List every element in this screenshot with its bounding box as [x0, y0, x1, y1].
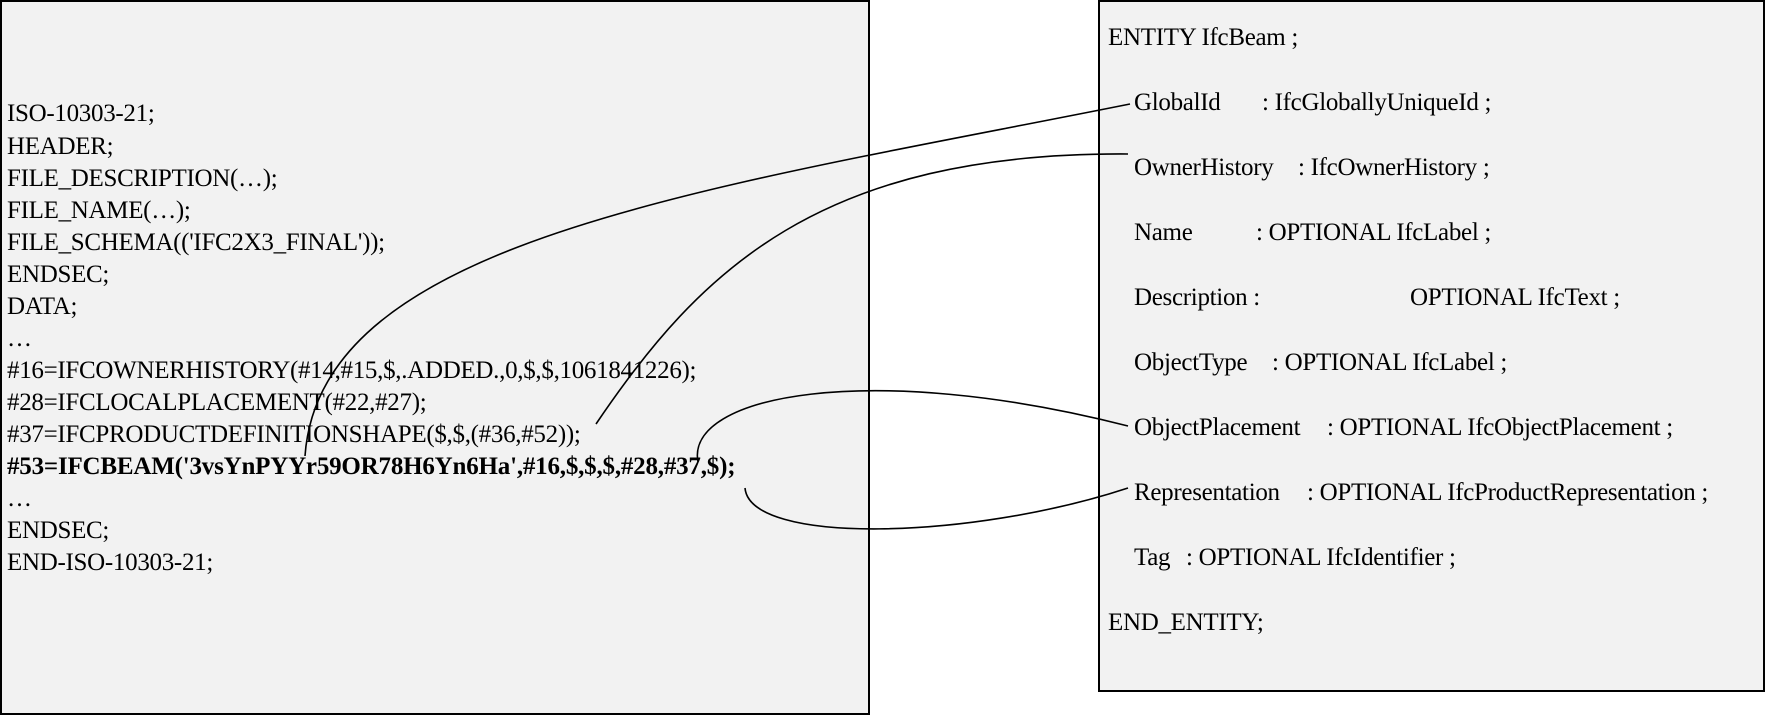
step-line-endsec-data: ENDSEC;: [7, 517, 110, 544]
attr-ownerhistory-type: : IfcOwnerHistory ;: [1298, 154, 1490, 181]
step-line-product-definition-shape: #37=IFCPRODUCTDEFINITIONSHAPE($,$,(#36,#…: [7, 421, 581, 448]
attr-objecttype-type: : OPTIONAL IfcLabel ;: [1272, 349, 1508, 376]
step-line-owner-history: #16=IFCOWNERHISTORY(#14,#15,$,.ADDED.,0,…: [7, 357, 697, 384]
step-line-file-description: FILE_DESCRIPTION(…);: [7, 165, 278, 192]
step-line-iso-header: ISO-10303-21;: [7, 100, 155, 127]
step-line-ellipsis-top: …: [7, 325, 32, 352]
attr-objectplacement-type: : OPTIONAL IfcObjectPlacement ;: [1327, 414, 1673, 441]
attr-name-type: : OPTIONAL IfcLabel ;: [1256, 219, 1492, 246]
attr-globalid-type: : IfcGloballyUniqueId ;: [1262, 89, 1492, 116]
attr-representation-type: : OPTIONAL IfcProductRepresentation ;: [1307, 479, 1709, 506]
entity-header: ENTITY IfcBeam ;: [1108, 24, 1299, 51]
step-line-header: HEADER;: [7, 133, 114, 160]
attr-name-name: Name: [1134, 219, 1193, 246]
attr-tag-type: : OPTIONAL IfcIdentifier ;: [1186, 544, 1456, 571]
step-line-endsec-header: ENDSEC;: [7, 261, 110, 288]
step-line-end-iso: END-ISO-10303-21;: [7, 549, 213, 576]
attr-globalid-name: GlobalId: [1134, 89, 1221, 116]
attr-description-name: Description :: [1134, 284, 1260, 311]
step-line-ifcbeam: #53=IFCBEAM('3vsYnPYYr59OR78H6Yn6Ha',#16…: [7, 453, 736, 480]
step-line-file-name: FILE_NAME(…);: [7, 197, 191, 224]
attr-tag-name: Tag: [1134, 544, 1171, 571]
entity-definition-panel: [1098, 0, 1765, 692]
step-line-data: DATA;: [7, 293, 78, 320]
step-line-local-placement: #28=IFCLOCALPLACEMENT(#22,#27);: [7, 389, 427, 416]
step-line-file-schema: FILE_SCHEMA(('IFC2X3_FINAL'));: [7, 229, 385, 256]
attr-representation-name: Representation: [1134, 479, 1280, 506]
entity-footer: END_ENTITY;: [1108, 609, 1264, 636]
attr-ownerhistory-name: OwnerHistory: [1134, 154, 1274, 181]
step-line-ellipsis-bottom: …: [7, 485, 32, 512]
attr-description-type: OPTIONAL IfcText ;: [1410, 284, 1620, 311]
attr-objectplacement-name: ObjectPlacement: [1134, 414, 1301, 441]
attr-objecttype-name: ObjectType: [1134, 349, 1248, 376]
